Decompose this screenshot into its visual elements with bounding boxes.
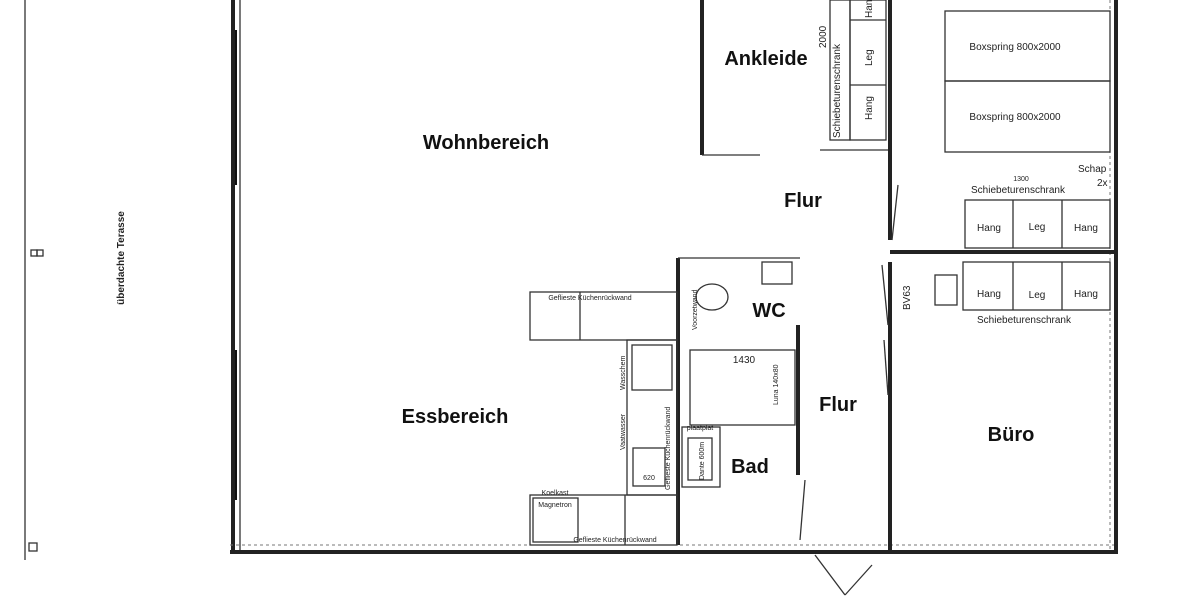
beds	[944, 10, 1111, 153]
schap-count: 2x	[1097, 178, 1108, 189]
room-flur-mid: Flur	[819, 394, 857, 416]
outer-walls	[230, 0, 1118, 554]
kitchen	[529, 291, 678, 546]
bed-1-label: Boxspring 800x2000	[969, 42, 1061, 53]
marker	[36, 249, 44, 257]
doors	[796, 184, 899, 596]
room-essbereich: Essbereich	[402, 406, 509, 428]
room-wc: WC	[752, 300, 785, 322]
kitchen-side-label: Geflieste Küchenrückwand	[665, 407, 672, 490]
wardrobe-hang: Hang	[1074, 289, 1098, 300]
plaatplat-label: plaatplat	[687, 425, 714, 432]
bath-width: 1430	[733, 355, 756, 366]
wardrobe-leg: Leg	[1029, 222, 1046, 233]
room-wohnbereich: Wohnbereich	[423, 132, 549, 154]
bed-2-label: Boxspring 800x2000	[969, 112, 1061, 123]
wardrobe-width: 1300	[1013, 176, 1029, 183]
ankleide-wardrobe-label: Schiebeturenschrank	[832, 43, 843, 138]
sink-label: 620	[643, 475, 655, 482]
kitchen-top-label: Geflieste Küchenrückwand	[548, 295, 631, 302]
room-bad: Bad	[731, 456, 769, 478]
schap-label: Schap	[1078, 164, 1107, 175]
bv-label: BV63	[902, 285, 913, 310]
koelkast-label: Koelkast	[542, 490, 569, 497]
ankleide-walls	[700, 0, 892, 240]
bath-name: Luna 140x80	[773, 364, 780, 405]
wardrobe-hang: Hang	[977, 223, 1001, 234]
vaatwasser-label: Vaatwasser	[620, 413, 627, 450]
magnetron-label: Magnetron	[538, 502, 572, 509]
wardrobe-hang: Hang	[977, 289, 1001, 300]
ankleide-dimension: 2000	[818, 25, 829, 48]
wasschem-label: Wasschem	[620, 355, 627, 390]
room-flur-top: Flur	[784, 190, 822, 212]
room-terrasse: überdachte Terasse	[116, 211, 127, 305]
ankleide-leg: Leg	[864, 49, 875, 66]
room-buero: Büro	[988, 424, 1035, 446]
ankleide-hang-2: Hang	[864, 96, 875, 120]
wardrobe-bottom-label: Schiebeturenschrank	[977, 315, 1072, 326]
room-ankleide: Ankleide	[724, 48, 807, 70]
marker	[28, 542, 38, 552]
kitchen-bottom-label: Geflieste Küchenrückwand	[573, 537, 656, 544]
wardrobe-leg: Leg	[1029, 290, 1046, 301]
ankleide-hang-1: Hang	[864, 0, 875, 18]
wardrobe-hang: Hang	[1074, 223, 1098, 234]
wardrobe-top-label: Schiebeturenschrank	[971, 185, 1066, 196]
wardrobes	[888, 199, 1116, 550]
shower-label: Dante 600m	[699, 442, 706, 480]
bathroom-walls	[676, 257, 800, 545]
marker	[30, 249, 38, 257]
voorzetwand-label: Voorzetwand	[692, 289, 699, 330]
